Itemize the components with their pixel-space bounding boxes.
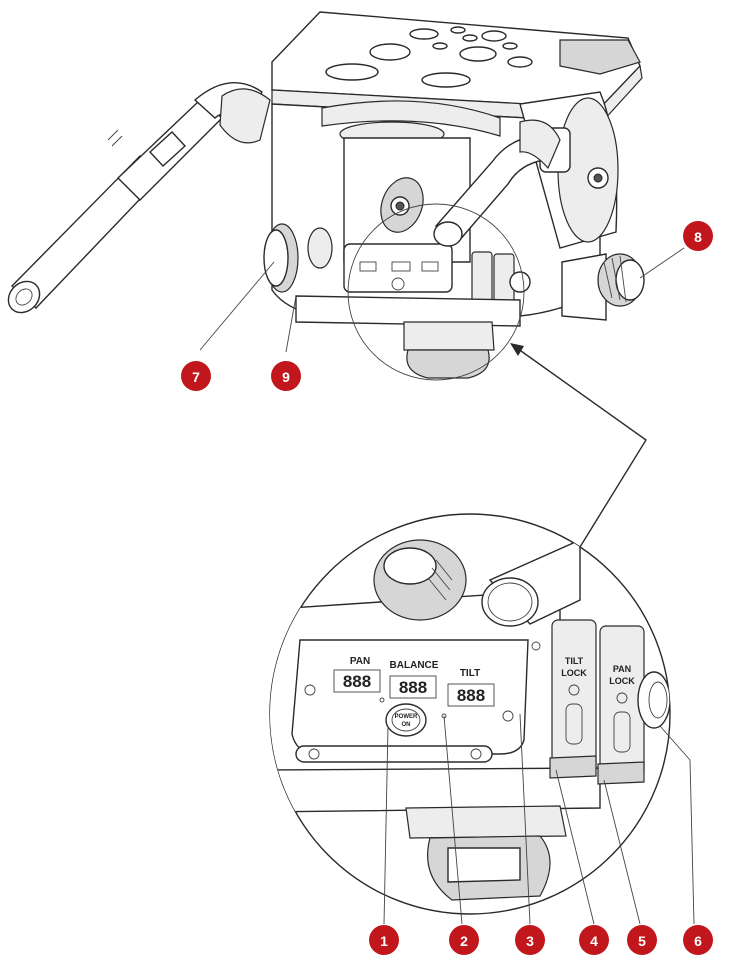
pan-label: PAN <box>350 656 370 667</box>
zoomed-detail: PAN BALANCE TILT 888 888 888 POWER ON <box>269 513 671 915</box>
pan-lock-label: PAN <box>613 664 631 674</box>
callout-8: 8 <box>683 221 713 251</box>
zoom-display-panel: PAN BALANCE TILT 888 888 888 POWER ON <box>291 639 529 755</box>
callout-1: 1 <box>369 925 399 955</box>
right-handle-tube <box>433 119 561 247</box>
svg-text:2: 2 <box>460 933 468 949</box>
svg-text:6: 6 <box>694 933 702 949</box>
tilt-readout-box <box>447 683 495 707</box>
pan-handle <box>7 82 271 314</box>
plate-holes <box>325 26 533 88</box>
panel-screw-right <box>502 710 514 722</box>
callout-markers: 1 2 3 4 5 6 7 8 <box>181 221 713 955</box>
tilt-lock-label: TILT <box>565 656 584 666</box>
power-button[interactable]: POWER ON <box>385 703 427 737</box>
zoom-leveling-knob <box>427 835 551 901</box>
zoom-rail <box>295 745 493 763</box>
balance-readout-box <box>389 675 437 699</box>
pan-lock-label-2: LOCK <box>609 676 635 686</box>
callout-5: 5 <box>627 925 657 955</box>
svg-text:4: 4 <box>590 933 598 949</box>
magnify-source-circle <box>347 203 525 381</box>
tilt-lock-label-2: LOCK <box>561 668 587 678</box>
side-release-button[interactable] <box>637 671 670 729</box>
balance-label: BALANCE <box>390 660 439 671</box>
callout-2: 2 <box>449 925 479 955</box>
power-on-label: ON <box>402 722 411 728</box>
balance-readout: 888 <box>399 678 427 697</box>
tilt-lock-lever[interactable]: TILT LOCK <box>549 619 597 779</box>
pan-readout-box <box>333 669 381 693</box>
camera-plate <box>271 11 643 123</box>
callout-6: 6 <box>683 925 713 955</box>
zoom-tilt-knob <box>373 539 467 621</box>
power-label: POWER <box>395 714 418 720</box>
fluid-head-overview <box>7 11 645 381</box>
panel-screw-left <box>304 684 316 696</box>
callout-9: 9 <box>271 361 301 391</box>
svg-text:5: 5 <box>638 933 646 949</box>
svg-text:3: 3 <box>526 933 534 949</box>
tilt-label: TILT <box>460 668 480 679</box>
pan-readout: 888 <box>343 672 371 691</box>
callout-4: 4 <box>579 925 609 955</box>
svg-text:8: 8 <box>694 229 702 245</box>
svg-text:9: 9 <box>282 369 290 385</box>
svg-text:7: 7 <box>192 369 200 385</box>
body-display-panel <box>343 243 453 293</box>
leader-lines-bottom <box>383 713 695 925</box>
svg-text:1: 1 <box>380 933 388 949</box>
leader-lines-top <box>199 247 685 353</box>
tilt-readout: 888 <box>457 686 485 705</box>
callout-7: 7 <box>181 361 211 391</box>
zoom-handle-tube <box>481 538 581 627</box>
right-counterbalance-knob <box>561 253 645 321</box>
pan-lock-lever[interactable]: PAN LOCK <box>597 625 645 785</box>
callout-3: 3 <box>515 925 545 955</box>
